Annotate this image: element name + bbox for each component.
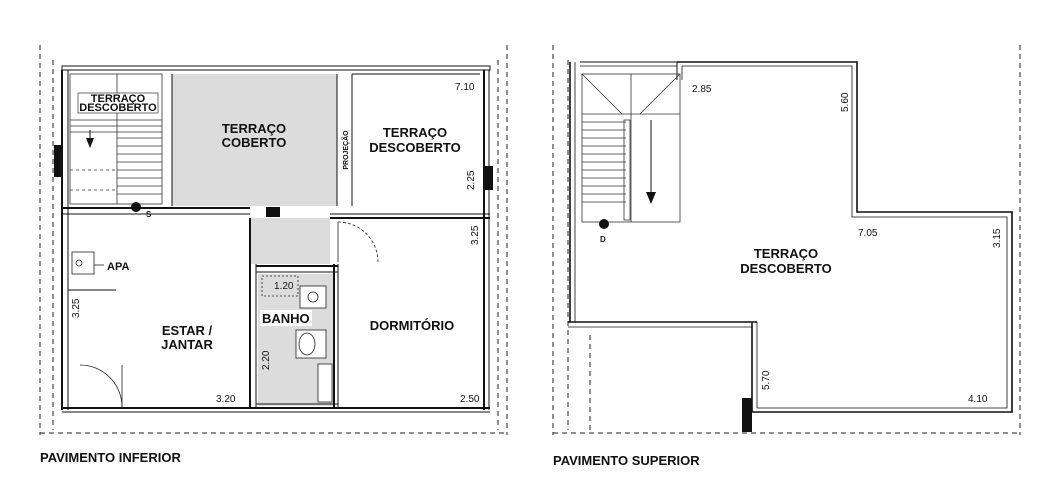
dim-3-25-right: 3.25 bbox=[470, 225, 481, 245]
lower-walls bbox=[61, 65, 491, 413]
apa-fixture bbox=[71, 251, 104, 275]
lower-doors bbox=[79, 221, 379, 409]
terraco-desc-small-line1: TERRAÇO bbox=[91, 93, 146, 105]
dim-2-20: 2.20 bbox=[261, 350, 272, 370]
dim-5-60: 5.60 bbox=[840, 92, 851, 112]
terraco-coberto-line2: COBERTO bbox=[222, 135, 287, 150]
dim-1-20: 1.20 bbox=[274, 281, 294, 292]
dim-2-50: 2.50 bbox=[460, 394, 480, 405]
caption-pavimento-inferior: PAVIMENTO INFERIOR bbox=[40, 450, 181, 465]
lower-floor-plan: TERRAÇO DESCOBERTO TERRAÇO COBERTO TERRA… bbox=[39, 45, 508, 465]
dim-4-10: 4.10 bbox=[968, 394, 988, 405]
dim-3-20: 3.20 bbox=[216, 394, 236, 405]
upper-room-labels: TERRAÇO DESCOBERTO bbox=[740, 246, 832, 276]
projecao-label: PROJEÇÃO bbox=[341, 130, 350, 170]
dim-7-10: 7.10 bbox=[455, 82, 475, 93]
lower-stair-arrow bbox=[86, 130, 94, 148]
terraco-coberto-line1: TERRAÇO bbox=[222, 121, 286, 136]
dim-3-25-left: 3.25 bbox=[71, 298, 82, 318]
upper-marker-d-label: D bbox=[600, 235, 606, 244]
estar-line1: ESTAR / bbox=[162, 323, 213, 338]
upper-terrace-walls bbox=[568, 61, 1013, 413]
upper-floor-plan: D TERRAÇO DESCOBERTO 2.85 5.60 7.05 3.15… bbox=[552, 45, 1021, 468]
terraco-desc-small-line2: DESCOBERTO bbox=[79, 102, 157, 114]
upper-boundary-dashes bbox=[552, 45, 1021, 435]
banho-label-bg bbox=[260, 310, 312, 326]
lower-wall-blocks bbox=[54, 145, 493, 217]
lower-marker-s-label: S bbox=[146, 210, 152, 219]
circulation-area bbox=[250, 218, 330, 264]
upper-terraco-line1: TERRAÇO bbox=[754, 246, 818, 261]
upper-stair bbox=[581, 73, 681, 223]
banho-fixtures bbox=[261, 275, 333, 403]
upper-wall-block bbox=[742, 398, 752, 432]
dim-2-25: 2.25 bbox=[466, 170, 477, 190]
caption-pavimento-superior: PAVIMENTO SUPERIOR bbox=[553, 453, 700, 468]
dim-2-85: 2.85 bbox=[692, 84, 712, 95]
terraco-descoberto-line1: TERRAÇO bbox=[383, 125, 447, 140]
terraco-coberto-area bbox=[172, 74, 337, 206]
dim-3-15: 3.15 bbox=[992, 228, 1003, 248]
upper-stair-arrow bbox=[646, 120, 656, 204]
dim-5-70: 5.70 bbox=[761, 370, 772, 390]
dim-7-05: 7.05 bbox=[858, 228, 878, 239]
apa-label: APA bbox=[107, 261, 129, 273]
terraco-descoberto-line2: DESCOBERTO bbox=[369, 140, 461, 155]
banho-label: BANHO bbox=[262, 311, 310, 326]
dormitorio-label: DORMITÓRIO bbox=[370, 318, 455, 333]
terraco-desc-small-label-box bbox=[77, 92, 159, 114]
upper-marker-d bbox=[599, 219, 609, 229]
lower-marker-s bbox=[131, 202, 141, 212]
estar-line2: JANTAR bbox=[161, 337, 213, 352]
lower-boundary-dashes bbox=[39, 45, 508, 435]
upper-terraco-line2: DESCOBERTO bbox=[740, 261, 832, 276]
lower-room-labels: TERRAÇO DESCOBERTO TERRAÇO COBERTO TERRA… bbox=[79, 93, 460, 352]
